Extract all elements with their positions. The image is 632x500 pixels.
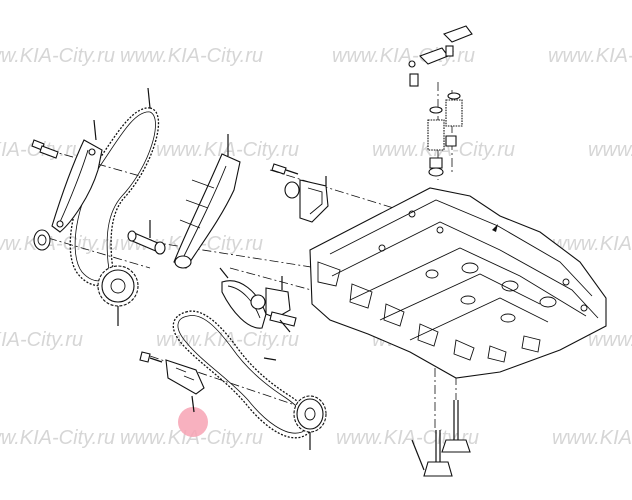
- tensioner-lever[interactable]: [219, 267, 267, 329]
- watermark: www.KIA-City.ru: [0, 329, 83, 351]
- chain-guide-lower[interactable]: [165, 359, 205, 413]
- watermark: www.KIA-City.ru: [588, 139, 632, 161]
- bolt[interactable]: [31, 139, 59, 159]
- watermark: www.KIA-City.ru: [588, 329, 632, 351]
- watermark: www.KIA-City.ru: [552, 233, 632, 255]
- watermark: www.KIA-City.ru: [552, 427, 632, 449]
- sprocket-lower[interactable]: [293, 395, 327, 450]
- chain-guide-right[interactable]: [173, 153, 241, 269]
- cylinder-head[interactable]: [309, 187, 607, 379]
- watermark: www.KIA-City.ru: [0, 45, 115, 67]
- watermark: www.KIA-City.ru: [120, 427, 263, 449]
- chain-tensioner-upper[interactable]: [284, 176, 329, 223]
- watermark: www.KIA-City.ru: [156, 329, 299, 351]
- bolt[interactable]: [139, 351, 163, 363]
- reference-leaders: [93, 87, 425, 471]
- chain-guide-left[interactable]: [51, 139, 103, 233]
- guide-pin[interactable]: [127, 220, 166, 255]
- watermark: www.KIA-City.ru: [120, 45, 263, 67]
- watermark: www.KIA-City.ru: [336, 427, 479, 449]
- watermark: www.KIA-City.ru: [0, 233, 119, 255]
- bushing[interactable]: [33, 229, 51, 251]
- watermark: www.KIA-City.ru: [548, 45, 632, 67]
- highlight-marker[interactable]: [178, 407, 208, 437]
- watermark: www.KIA-City.ru: [0, 427, 115, 449]
- lower-chain[interactable]: [172, 310, 314, 439]
- chain-tensioner-lower[interactable]: [250, 276, 297, 333]
- valves[interactable]: [423, 400, 471, 477]
- sprocket-upper[interactable]: [97, 265, 139, 326]
- bolt[interactable]: [271, 163, 299, 175]
- valve-train[interactable]: [408, 25, 473, 177]
